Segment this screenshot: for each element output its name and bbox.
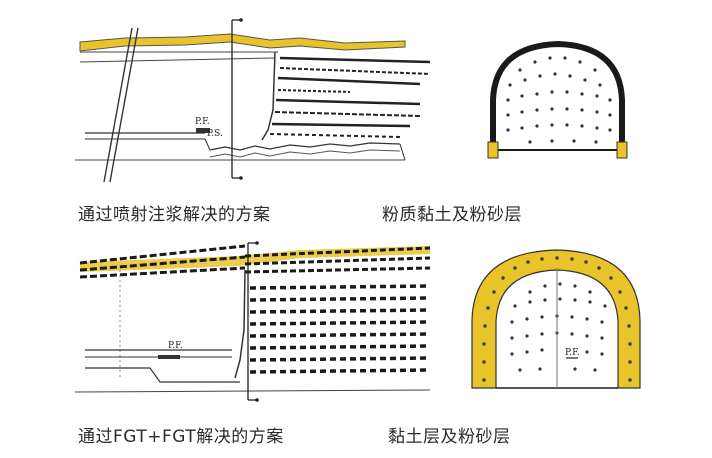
fgt-longitudinal-section: P.F. [74, 241, 431, 402]
face-reinforcement-bars [249, 284, 431, 374]
pf-label-section: P.F. [565, 348, 580, 358]
fgt-umbrella-bars-ahead [244, 246, 431, 274]
grout-pattern-top [506, 56, 612, 144]
cross-section-top [487, 40, 628, 159]
excavation-face-top [261, 51, 276, 141]
jet-grouting-longitudinal-section: P.F. P.S. [75, 18, 431, 183]
jet-columns-ahead [269, 56, 431, 138]
caption-clay-silt: 黏土层及粉砂层 [388, 427, 511, 447]
cross-section-bottom: P.F. [471, 249, 641, 389]
jet-grout-crown-band [79, 33, 406, 52]
fgt-grout-ring [471, 249, 641, 389]
caption-fgt: 通过FGT+FGT解决的方案 [78, 427, 284, 447]
pf-label-bottom: P.F. [168, 341, 183, 351]
ring-dots [482, 256, 632, 382]
pf-label-top: P.F. [195, 117, 210, 127]
caption-silty-clay-silt: 粉质黏土及粉砂层 [382, 205, 522, 225]
fgt-umbrella-bars-behind [79, 244, 246, 279]
tunnel-outline-top [490, 40, 625, 150]
caption-jet-grouting: 通过喷射注浆解决的方案 [78, 205, 271, 225]
fgt-crown-band [80, 246, 430, 272]
ps-label-top: P.S. [207, 129, 223, 139]
face-dots [510, 282, 607, 372]
excavation-face-bottom [234, 269, 246, 379]
